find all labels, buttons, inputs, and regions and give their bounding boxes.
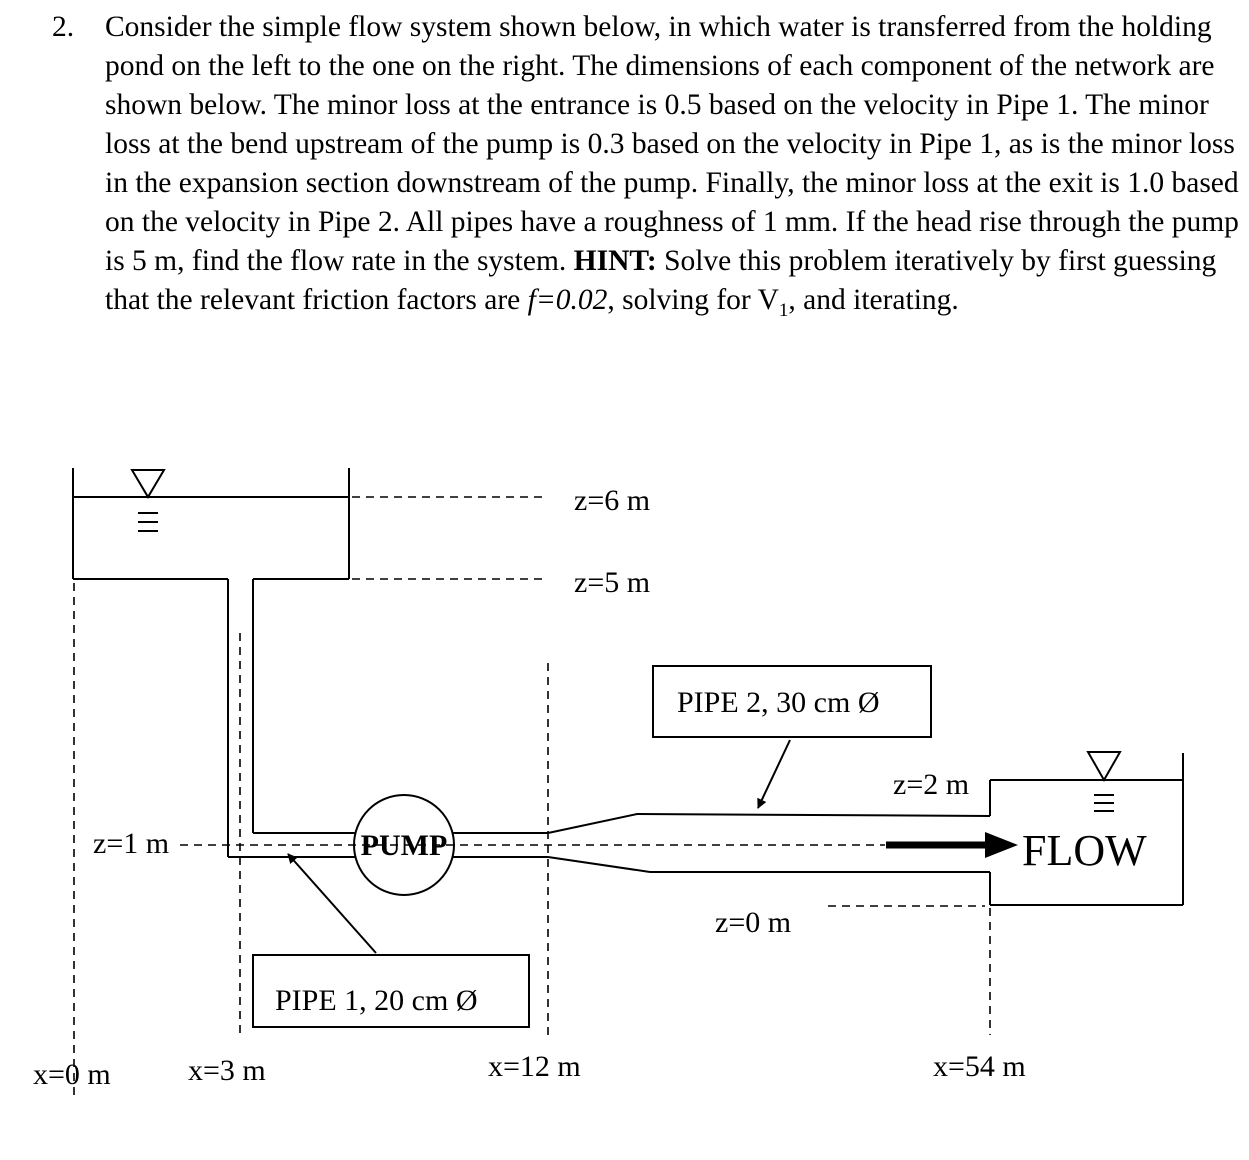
- station-x3: x=3 m: [188, 1054, 266, 1087]
- pipe-2: [547, 813, 991, 873]
- left-reservoir: [72, 468, 350, 857]
- elevation-z2: z=2 m: [893, 768, 969, 801]
- hint-text-2: , solving for V: [607, 284, 779, 316]
- elevation-z5: z=5 m: [574, 566, 650, 599]
- hint-text-1: Solve this problem iteratively by first …: [105, 245, 1217, 316]
- problem-text: Consider the simple flow system shown be…: [105, 11, 1239, 277]
- hint-friction-factor: f=0.02: [527, 284, 608, 316]
- pipe-1-callout-label: PIPE 1, 20 cm Ø: [275, 984, 478, 1017]
- pipe-1-leader-arrow: [287, 853, 377, 954]
- elevation-z6: z=6 m: [574, 484, 650, 517]
- right-water-surface-icon: [1086, 751, 1122, 812]
- problem-body: Consider the simple flow system shown be…: [105, 8, 1245, 330]
- hint-label: HINT:: [573, 245, 657, 277]
- pipe-2-leader-arrow: [757, 739, 791, 809]
- problem-number: 2.: [52, 11, 75, 43]
- left-water-surface-icon: [130, 469, 166, 532]
- pipe-1-callout-box: [252, 954, 530, 1028]
- right-reservoir: [989, 753, 1184, 906]
- pipe-2-callout-box: [652, 665, 932, 738]
- elevation-z1: z=1 m: [93, 827, 169, 860]
- flow-label: FLOW: [1022, 826, 1147, 875]
- station-x54: x=54 m: [933, 1050, 1026, 1083]
- flow-arrowhead-icon: [985, 832, 1018, 858]
- hint-subscript: 1: [778, 299, 789, 321]
- pipe-2-callout-label: PIPE 2, 30 cm Ø: [677, 686, 880, 719]
- reference-lines: [73, 496, 991, 1100]
- elevation-z0: z=0 m: [715, 906, 791, 939]
- station-x12: x=12 m: [488, 1050, 581, 1083]
- hint-text-3: , and iterating.: [788, 284, 959, 316]
- station-x0: x=0 m: [33, 1058, 111, 1091]
